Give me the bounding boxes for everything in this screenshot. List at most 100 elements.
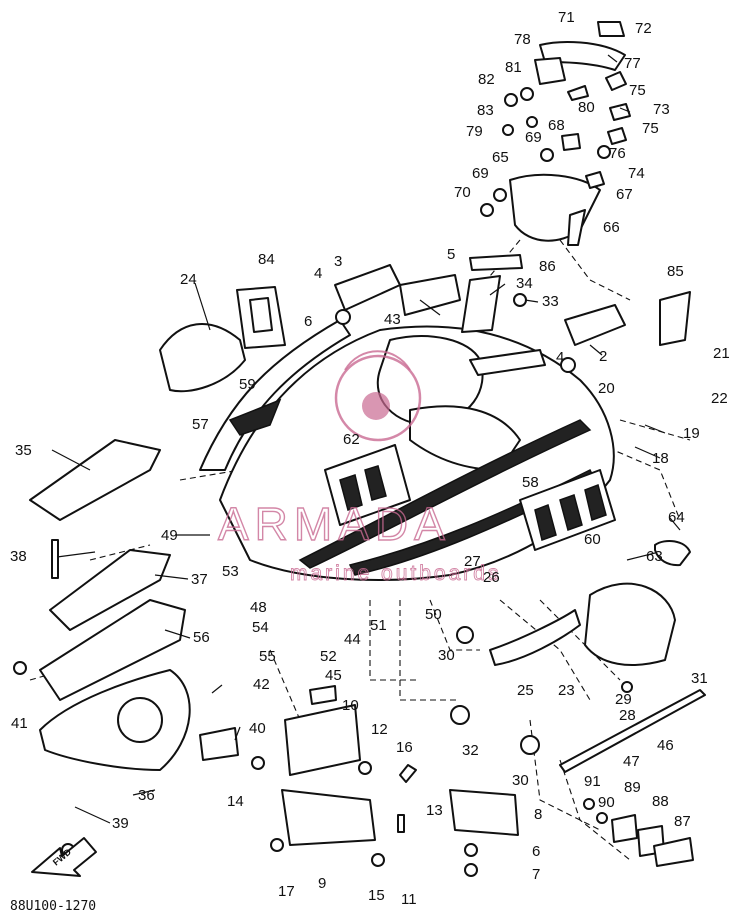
callout-4: 4: [314, 265, 322, 282]
callout-24: 24: [180, 271, 197, 288]
callout-49: 49: [161, 527, 178, 544]
watermark-subtitle: marine outboards: [290, 562, 501, 585]
callout-12: 12: [371, 721, 388, 738]
callout-68: 68: [548, 117, 565, 134]
callout-20: 20: [598, 380, 615, 397]
callout-62: 62: [343, 431, 360, 448]
callout-85: 85: [667, 263, 684, 280]
callout-57: 57: [192, 416, 209, 433]
console-parts: [461, 21, 691, 346]
callout-2: 2: [599, 348, 607, 365]
callout-76: 76: [609, 145, 626, 162]
callout-29: 29: [615, 691, 632, 708]
callout-16: 16: [396, 739, 413, 756]
callout-26: 26: [483, 569, 500, 586]
callout-86: 86: [539, 258, 556, 275]
callout-25: 25: [517, 682, 534, 699]
callout-32: 32: [462, 742, 479, 759]
callout-22: 22: [711, 390, 728, 407]
callout-75: 75: [629, 82, 646, 99]
callout-65: 65: [492, 149, 509, 166]
callout-36: 36: [138, 787, 155, 804]
callout-41: 41: [11, 715, 28, 732]
callout-50: 50: [425, 606, 442, 623]
callout-69: 69: [472, 165, 489, 182]
callout-3: 3: [334, 253, 342, 270]
right-lower-parts: [450, 539, 706, 867]
callout-83: 83: [477, 102, 494, 119]
callout-18: 18: [652, 450, 669, 467]
footrest-parts: [236, 264, 626, 373]
callout-23: 23: [558, 682, 575, 699]
callout-28: 28: [619, 707, 636, 724]
callout-30: 30: [438, 647, 455, 664]
callout-5: 5: [447, 246, 455, 263]
forward-direction-arrow: FWD: [31, 837, 97, 877]
callout-67: 67: [616, 186, 633, 203]
callout-54: 54: [252, 619, 269, 636]
callout-21: 21: [713, 345, 730, 362]
callout-40: 40: [249, 720, 266, 737]
callout-47: 47: [623, 753, 640, 770]
callout-46: 46: [657, 737, 674, 754]
callout-9: 9: [318, 875, 326, 892]
callout-87: 87: [674, 813, 691, 830]
callout-6: 6: [304, 313, 312, 330]
callout-8: 8: [534, 806, 542, 823]
callout-33: 33: [542, 293, 559, 310]
callout-53: 53: [222, 563, 239, 580]
hood-assembly: [199, 319, 616, 581]
callout-51: 51: [370, 617, 387, 634]
callout-70: 70: [454, 184, 471, 201]
callout-37: 37: [191, 571, 208, 588]
callout-73: 73: [653, 101, 670, 118]
callout-78: 78: [514, 31, 531, 48]
callout-66: 66: [603, 219, 620, 236]
drawing-code: 88U100-1270: [10, 899, 96, 914]
callout-31: 31: [691, 670, 708, 687]
callout-38: 38: [10, 548, 27, 565]
callout-82: 82: [478, 71, 495, 88]
callout-80: 80: [578, 99, 595, 116]
callout-88: 88: [652, 793, 669, 810]
callout-71: 71: [558, 9, 575, 26]
callout-69: 69: [525, 129, 542, 146]
side-covers: [13, 323, 246, 857]
callout-91: 91: [584, 773, 601, 790]
callout-11: 11: [401, 891, 417, 908]
callout-81: 81: [505, 59, 522, 76]
callout-43: 43: [384, 311, 401, 328]
callout-39: 39: [112, 815, 129, 832]
callout-7: 7: [532, 866, 540, 883]
callout-42: 42: [253, 676, 270, 693]
callout-77: 77: [624, 55, 641, 72]
lower-parts: [199, 685, 519, 877]
callout-60: 60: [584, 531, 601, 548]
callout-44: 44: [344, 631, 361, 648]
callout-75: 75: [642, 120, 659, 137]
callout-58: 58: [522, 474, 539, 491]
callout-35: 35: [15, 442, 32, 459]
watermark-brand: ARMADA: [218, 498, 451, 550]
callout-89: 89: [624, 779, 641, 796]
callout-45: 45: [325, 667, 342, 684]
callout-55: 55: [259, 648, 276, 665]
callout-72: 72: [635, 20, 652, 37]
callout-56: 56: [193, 629, 210, 646]
watermark: ARMADA marine outboards: [217, 350, 501, 585]
callout-90: 90: [598, 794, 615, 811]
callout-84: 84: [258, 251, 275, 268]
callout-13: 13: [426, 802, 443, 819]
callout-19: 19: [683, 425, 700, 442]
callout-34: 34: [516, 275, 533, 292]
callout-14: 14: [227, 793, 244, 810]
callout-4: 4: [556, 349, 564, 366]
callout-74: 74: [628, 165, 645, 182]
callout-15: 15: [368, 887, 385, 904]
leader-lines: [51, 54, 681, 824]
callout-30: 30: [512, 772, 529, 789]
assembly-guide-lines: [29, 239, 691, 861]
